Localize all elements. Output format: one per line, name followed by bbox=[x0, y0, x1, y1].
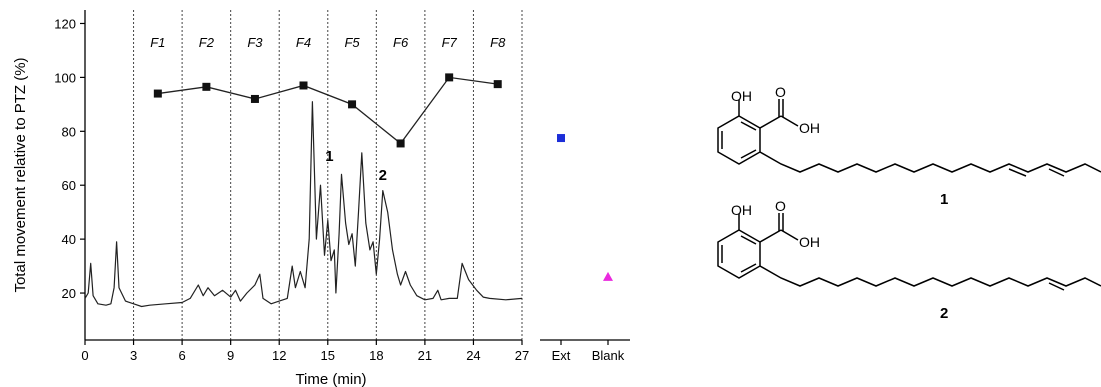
activity-series-line bbox=[157, 76, 498, 145]
benzene-ring bbox=[717, 229, 761, 279]
compound-2-structure bbox=[717, 213, 1101, 291]
x-tick-label: 27 bbox=[515, 348, 529, 363]
compound-number: 1 bbox=[940, 191, 948, 208]
y-tick-label: 20 bbox=[62, 286, 76, 301]
y-axis-title: Total movement relative to PTZ (%) bbox=[12, 57, 29, 292]
compound-number: 2 bbox=[940, 305, 948, 322]
x-tick-label: 15 bbox=[321, 348, 335, 363]
x-tick-label: 24 bbox=[466, 348, 480, 363]
activity-data-point bbox=[202, 82, 211, 91]
fraction-label-f5: F5 bbox=[344, 35, 360, 50]
activity-data-point bbox=[396, 139, 405, 148]
x-tick-label: 12 bbox=[272, 348, 286, 363]
structure-panel bbox=[717, 99, 1101, 291]
acid-label: OH bbox=[799, 120, 820, 136]
x-tick-label: 21 bbox=[418, 348, 432, 363]
activity-data-point bbox=[493, 80, 502, 89]
compound-1-structure bbox=[717, 99, 1101, 177]
side-tick-label: Blank bbox=[592, 348, 625, 363]
fraction-label-f3: F3 bbox=[247, 35, 263, 50]
x-tick-label: 3 bbox=[130, 348, 137, 363]
x-tick-label: 9 bbox=[227, 348, 234, 363]
y-tick-label: 80 bbox=[62, 124, 76, 139]
x-tick-label: 0 bbox=[81, 348, 88, 363]
peak-label: 2 bbox=[379, 167, 387, 184]
fraction-label-f4: F4 bbox=[296, 35, 311, 50]
fraction-label-f1: F1 bbox=[150, 35, 165, 50]
activity-data-point bbox=[445, 73, 454, 82]
side-tick-label: Ext bbox=[552, 348, 571, 363]
activity-data-point bbox=[153, 89, 162, 98]
fraction-label-f8: F8 bbox=[490, 35, 506, 50]
fraction-label-f7: F7 bbox=[442, 35, 458, 50]
y-tick-label: 40 bbox=[62, 232, 76, 247]
side-point-blank bbox=[603, 271, 613, 281]
activity-data-point bbox=[250, 94, 259, 103]
carbonyl-label: O bbox=[775, 84, 786, 100]
y-tick-label: 120 bbox=[54, 16, 76, 31]
fraction-label-f2: F2 bbox=[199, 35, 215, 50]
side-point-ext bbox=[557, 134, 565, 143]
fraction-label-f6: F6 bbox=[393, 35, 409, 50]
acid-label: OH bbox=[799, 234, 820, 250]
carbonyl-label: O bbox=[775, 198, 786, 214]
y-tick-label: 100 bbox=[54, 70, 76, 85]
activity-data-point bbox=[348, 100, 357, 109]
x-tick-label: 18 bbox=[369, 348, 383, 363]
peak-label: 1 bbox=[325, 148, 333, 165]
x-axis-title: Time (min) bbox=[295, 371, 366, 387]
activity-data-point bbox=[299, 81, 308, 90]
hydroxyl-label: OH bbox=[731, 202, 752, 218]
y-tick-label: 60 bbox=[62, 178, 76, 193]
hydroxyl-label: OH bbox=[731, 88, 752, 104]
structure-text: OH O OH 1 OH O OH 2 bbox=[731, 84, 948, 322]
benzene-ring bbox=[717, 115, 761, 165]
chart-plot bbox=[80, 10, 630, 345]
chromatogram-trace bbox=[84, 101, 523, 308]
x-tick-label: 6 bbox=[178, 348, 185, 363]
alkyl-chain bbox=[759, 151, 1101, 173]
alkyl-chain bbox=[759, 265, 1101, 287]
